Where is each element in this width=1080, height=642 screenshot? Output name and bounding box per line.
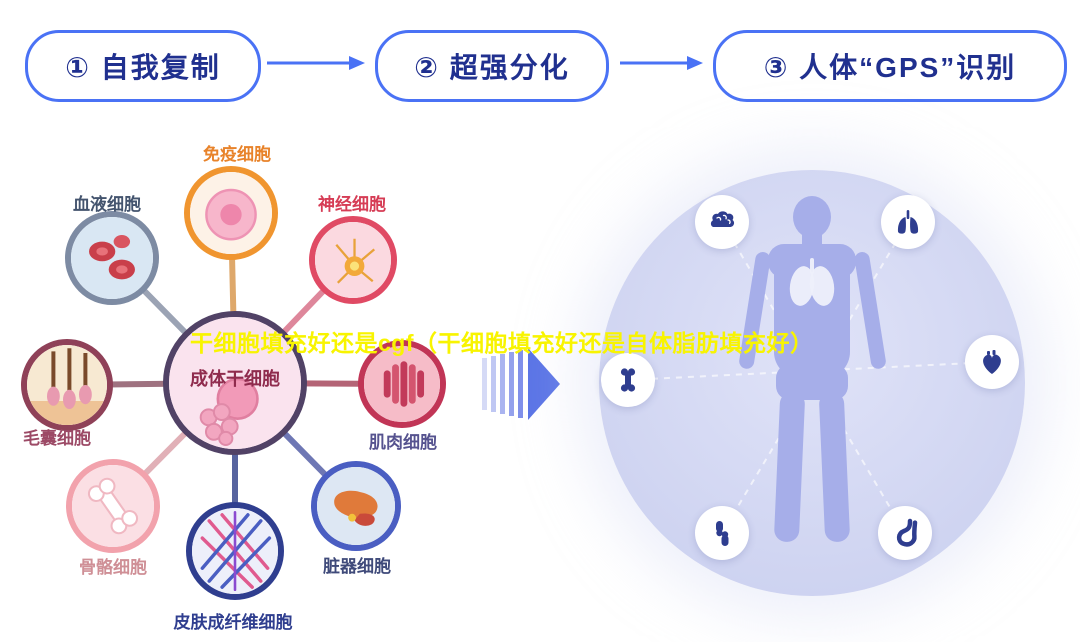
neuron-icon bbox=[315, 222, 391, 298]
flow-arrow-2 bbox=[620, 56, 703, 70]
step-badge-self-replication: ① 自我复制 bbox=[25, 30, 261, 102]
step-badge-differentiation: ② 超强分化 bbox=[375, 30, 609, 102]
transition-arrow bbox=[482, 348, 560, 420]
muscle-fiber-icon bbox=[364, 346, 440, 422]
bone-cell-illustration bbox=[66, 459, 160, 553]
organ-cell-illustration bbox=[311, 461, 401, 551]
cell-label-organ: 脏器细胞 bbox=[323, 557, 391, 576]
skin-fibroblast-illustration bbox=[186, 502, 284, 600]
red-blood-cells-icon bbox=[71, 217, 153, 299]
cell-label-bone: 骨骼细胞 bbox=[79, 558, 147, 577]
stem-cell-cluster-icon bbox=[169, 317, 301, 449]
blood-cell-illustration bbox=[65, 211, 159, 305]
immune-cell-icon bbox=[190, 172, 272, 254]
step-label-2: ② 超强分化 bbox=[414, 52, 570, 83]
silhouette-arm-left bbox=[738, 250, 772, 370]
center-cell-label: 成体干细胞 bbox=[190, 369, 280, 389]
cell-label-blood: 血液细胞 bbox=[73, 195, 141, 214]
step-label-1: ① 自我复制 bbox=[65, 52, 221, 83]
flow-arrow-1 bbox=[267, 56, 365, 70]
step-label-3: ③ 人体“GPS”识别 bbox=[763, 52, 1017, 83]
cell-label-muscle: 肌肉细胞 bbox=[369, 433, 437, 452]
bone-icon bbox=[601, 353, 655, 407]
silhouette-lungs-overlay bbox=[789, 258, 835, 306]
nerve-cell-illustration bbox=[309, 216, 397, 304]
stem-cell-diagram: 成体干细胞 免疫细胞 神经细胞 血液细胞 毛囊细胞 骨骼细胞 皮肤成纤维细胞 脏… bbox=[0, 130, 470, 642]
silhouette-leg-right bbox=[818, 391, 851, 543]
adult-stem-cell-circle: 成体干细胞 bbox=[163, 311, 307, 455]
bone-shape-icon bbox=[72, 465, 154, 547]
knee-joint-icon bbox=[695, 506, 749, 560]
silhouette-arm-right bbox=[853, 250, 887, 370]
fiber-mesh-icon bbox=[192, 508, 278, 594]
hair-follicle-illustration bbox=[21, 339, 113, 431]
heart-icon bbox=[965, 335, 1019, 389]
muscle-cell-illustration bbox=[358, 340, 446, 428]
lungs-icon bbox=[881, 195, 935, 249]
cell-label-immune: 免疫细胞 bbox=[203, 145, 271, 164]
cell-label-nerve: 神经细胞 bbox=[318, 195, 386, 214]
stomach-icon bbox=[878, 506, 932, 560]
liver-icon bbox=[317, 467, 395, 545]
human-body-silhouette bbox=[738, 196, 887, 576]
silhouette-head bbox=[793, 196, 831, 238]
hair-follicle-icon bbox=[27, 345, 107, 425]
step-badge-gps-recognition: ③ 人体“GPS”识别 bbox=[713, 30, 1067, 102]
immune-cell-illustration bbox=[184, 166, 278, 260]
cell-label-hair: 毛囊细胞 bbox=[23, 429, 91, 448]
brain-icon bbox=[695, 195, 749, 249]
cell-label-skin: 皮肤成纤维细胞 bbox=[173, 613, 293, 632]
silhouette-leg-left bbox=[773, 391, 806, 543]
